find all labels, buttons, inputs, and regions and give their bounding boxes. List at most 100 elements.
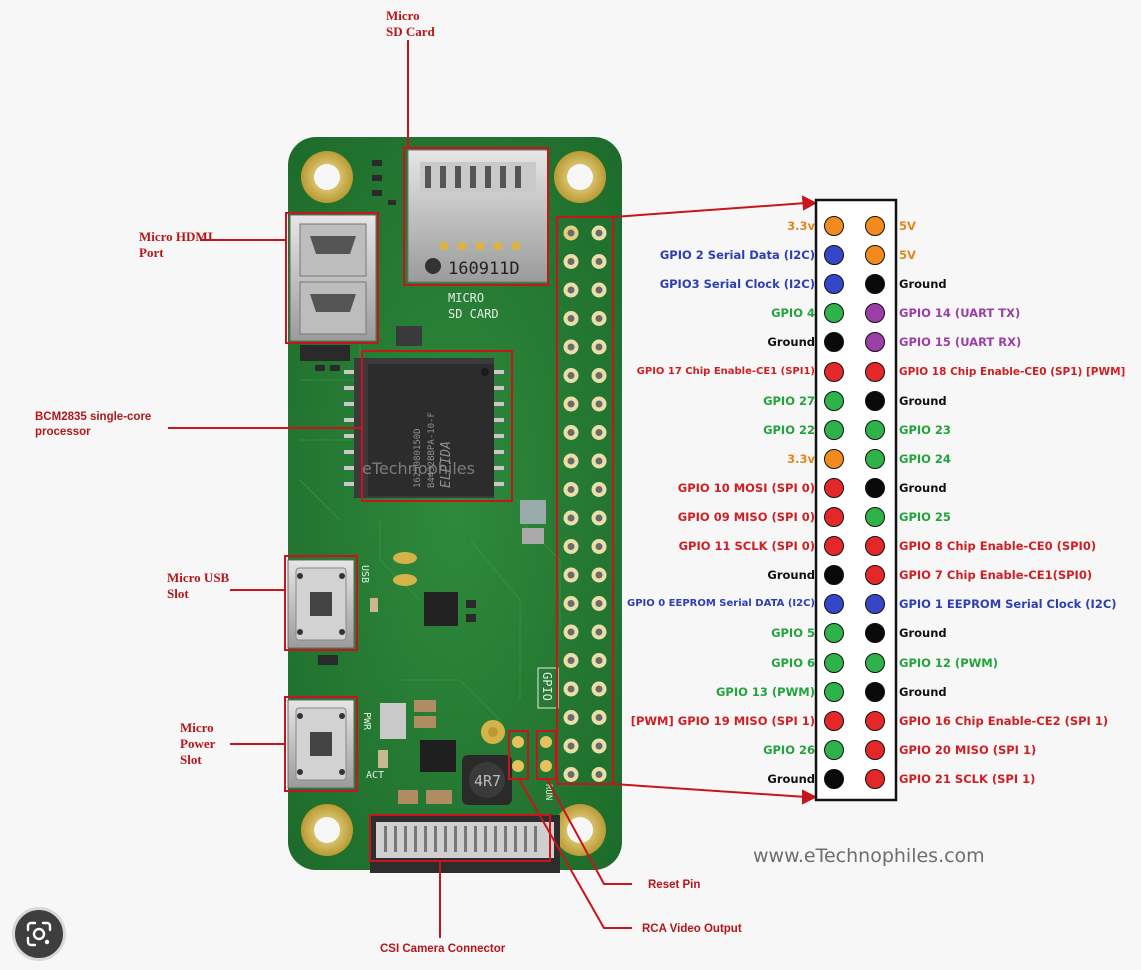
callout-rca: RCA Video Output [642, 922, 742, 937]
pin-label-left: GPIO 0 EEPROM Serial DATA (I2C) [627, 597, 815, 611]
gpio-hole-drill [596, 686, 603, 693]
pin-label-right: GPIO 1 EEPROM Serial Clock (I2C) [899, 597, 1117, 611]
gpio-hole-drill [568, 258, 575, 265]
pin-dot-left [824, 740, 844, 760]
callout-csi: CSI Camera Connector [380, 942, 505, 957]
pin-label-left: GPIO 13 (PWM) [716, 685, 815, 699]
gpio-hole-drill [568, 515, 575, 522]
pin-dot-right [865, 682, 885, 702]
pin-label-right: GPIO 23 [899, 423, 951, 437]
gpio-hole-drill [596, 743, 603, 750]
bcm2835-processor: 1625080150D B4432BBPA-10-F ELPIDA eTechn… [344, 358, 504, 498]
pin-label-right: Ground [899, 626, 947, 640]
pin-label-left: GPIO3 Serial Clock (I2C) [660, 277, 815, 291]
pin-label-left: GPIO 22 [763, 423, 815, 437]
gpio-hole-drill [568, 429, 575, 436]
pin-label-left: 3.3v [787, 219, 815, 233]
gpio-hole-drill [596, 657, 603, 664]
gpio-hole-drill [568, 629, 575, 636]
pin-label-right: GPIO 18 Chip Enable-CE0 (SP1) [PWM] [899, 365, 1125, 379]
pin-label-left: GPIO 5 [771, 626, 815, 640]
gpio-hole-drill [568, 486, 575, 493]
callout-sd-card: Micro SD Card [386, 8, 435, 40]
gpio-hole-drill [568, 344, 575, 351]
gpio-hole-drill [596, 230, 603, 237]
callout-hdmi: Micro HDMI Port [139, 229, 213, 261]
pin-dot-right [865, 740, 885, 760]
pin-label-left: GPIO 09 MISO (SPI 0) [678, 510, 815, 524]
sd-silk-line2: SD CARD [448, 307, 499, 321]
pin-dot-right [865, 536, 885, 556]
pin-dot-left [824, 507, 844, 527]
pin-dot-left [824, 711, 844, 731]
callout-power: Micro Power Slot [180, 720, 215, 768]
pin-label-right: Ground [899, 394, 947, 408]
pin-label-left: GPIO 10 MOSI (SPI 0) [678, 481, 815, 495]
gpio-hole-drill [596, 429, 603, 436]
gpio-hole-drill [568, 572, 575, 579]
pin-label-right: 5V [899, 248, 916, 262]
gpio-silk-text: GPIO [540, 672, 554, 701]
gpio-hole-drill [596, 315, 603, 322]
callout-reset: Reset Pin [648, 878, 700, 893]
gpio-hole-drill [596, 572, 603, 579]
pin-dot-right [865, 478, 885, 498]
gpio-hole-drill [568, 743, 575, 750]
pin-label-left: GPIO 6 [771, 656, 815, 670]
pin-label-right: Ground [899, 685, 947, 699]
pin-dot-left [824, 420, 844, 440]
mini-hdmi-port [290, 215, 376, 341]
pin-label-right: GPIO 7 Chip Enable-CE1(SPI0) [899, 568, 1092, 582]
gpio-hole-drill [568, 771, 575, 778]
pin-label-right: GPIO 15 (UART RX) [899, 335, 1021, 349]
site-watermark: www.eTechnophiles.com [753, 845, 985, 867]
pin-label-left: 3.3v [787, 452, 815, 466]
sd-code-text: 160911D [448, 259, 520, 279]
gpio-hole-drill [596, 515, 603, 522]
chip-watermark-text: eTechnophiles [362, 459, 475, 478]
pin-label-right: GPIO 21 SCLK (SPI 1) [899, 772, 1035, 786]
pin-dot-right [865, 711, 885, 731]
callout-processor: BCM2835 single-core processor [35, 410, 151, 440]
gpio-hole-drill [568, 714, 575, 721]
pin-label-left: Ground [767, 335, 815, 349]
google-lens-button[interactable] [12, 907, 66, 961]
pin-dot-left [824, 245, 844, 265]
callout-usb: Micro USB Slot [167, 570, 229, 602]
gpio-hole-drill [568, 230, 575, 237]
pin-dot-right [865, 245, 885, 265]
pin-label-left: Ground [767, 568, 815, 582]
pin-label-left: GPIO 11 SCLK (SPI 0) [679, 539, 815, 553]
pin-dot-left [824, 653, 844, 673]
gpio-hole-drill [568, 686, 575, 693]
pin-label-right: GPIO 25 [899, 510, 951, 524]
pin-dot-right [865, 769, 885, 789]
gpio-hole-drill [596, 401, 603, 408]
pin-label-right: GPIO 16 Chip Enable-CE2 (SPI 1) [899, 714, 1108, 728]
sd-silk-line1: MICRO [448, 291, 484, 305]
pin-label-left: GPIO 4 [771, 306, 815, 320]
pin-dot-left [824, 449, 844, 469]
pin-dot-left [824, 391, 844, 411]
pin-dot-left [824, 769, 844, 789]
pin-dot-right [865, 420, 885, 440]
gpio-hole-drill [596, 486, 603, 493]
gpio-hole-drill [596, 600, 603, 607]
gpio-hole-drill [596, 629, 603, 636]
pin-label-right: GPIO 12 (PWM) [899, 656, 998, 670]
pin-label-right: GPIO 20 MISO (SPI 1) [899, 743, 1036, 757]
gpio-hole-drill [568, 600, 575, 607]
pin-dot-right [865, 216, 885, 236]
pwr-silk-text: PWR [361, 712, 372, 731]
csi-camera-connector [370, 815, 560, 873]
gpio-hole-drill [596, 344, 603, 351]
pin-label-left: GPIO 17 Chip Enable-CE1 (SPI1) [637, 365, 815, 379]
inductor-text: 4R7 [474, 772, 501, 790]
pin-label-right: GPIO 8 Chip Enable-CE0 (SPI0) [899, 539, 1096, 553]
pin-dot-left [824, 682, 844, 702]
gpio-hole-drill [568, 315, 575, 322]
pin-label-left: GPIO 26 [763, 743, 815, 757]
pin-label-left: GPIO 27 [763, 394, 815, 408]
pin-label-right: Ground [899, 277, 947, 291]
